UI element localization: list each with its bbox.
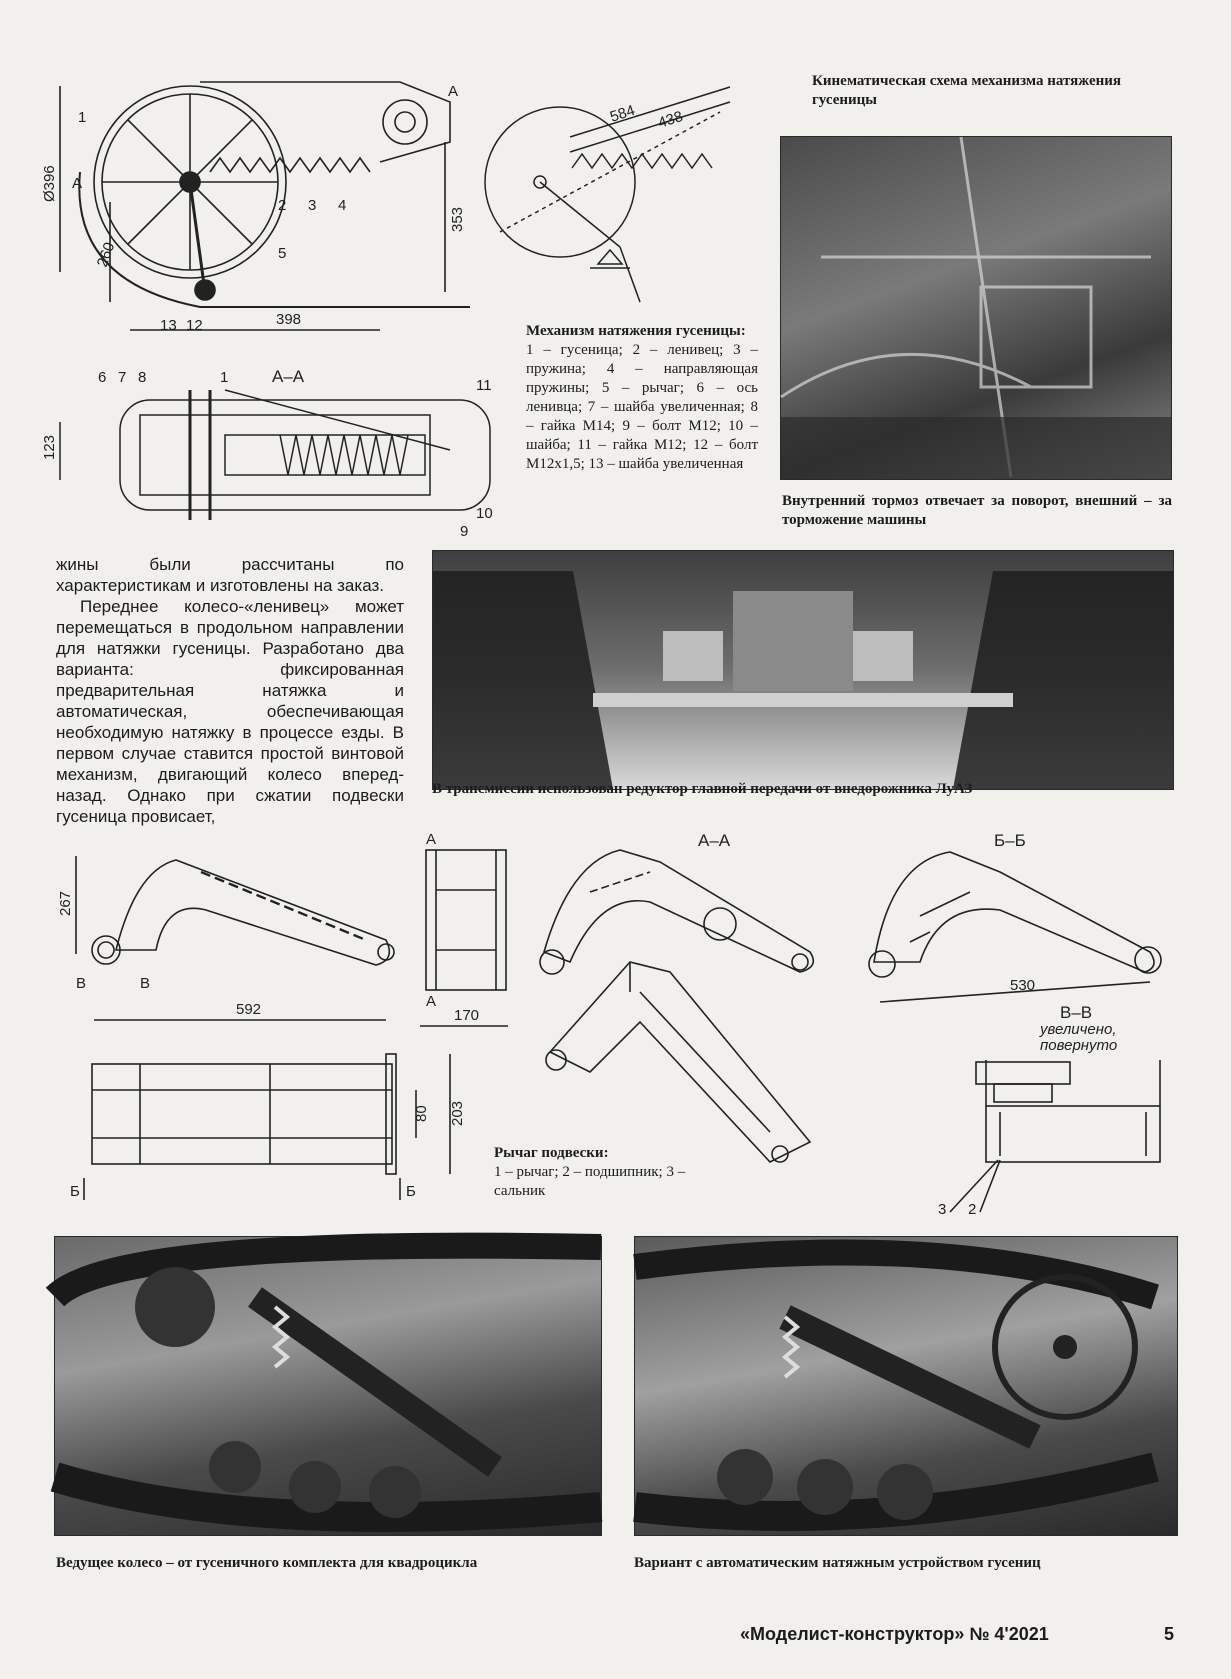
draw-label: 3	[308, 197, 316, 214]
draw-dim: 353	[449, 207, 466, 232]
draw-dim: 203	[449, 1101, 466, 1126]
draw-label: 3	[938, 1201, 946, 1218]
tensioner-side-drawing: 1 2 3 4 5 13 12 A A Ø396 353 260 398	[41, 81, 470, 334]
section-note: повернуто	[1040, 1037, 1117, 1054]
draw-label: А	[426, 831, 436, 848]
draw-label: 8	[138, 369, 146, 386]
draw-label: А	[426, 993, 436, 1010]
draw-dim: Ø396	[41, 165, 58, 202]
draw-label: В	[76, 975, 86, 992]
draw-label: 2	[278, 197, 286, 214]
draw-label: 10	[476, 505, 493, 522]
photo-drive-wheel	[45, 1232, 603, 1536]
kinematic-scheme-drawing: 584 438	[484, 86, 731, 303]
body-paragraph: жины были рассчитаны по характеристикам …	[56, 555, 404, 595]
section-title: В–В	[1060, 1003, 1092, 1022]
draw-dim: 530	[1010, 977, 1035, 994]
draw-label: 11	[476, 377, 492, 394]
magazine-footer: «Моделист-конструктор» № 4'2021	[740, 1624, 1049, 1644]
body-paragraph: Переднее колесо-«ленивец» может перемеща…	[56, 597, 404, 826]
section-note: увеличено,	[1039, 1021, 1117, 1038]
section-title: Б–Б	[994, 831, 1026, 850]
photo-internal-brake	[780, 136, 1172, 480]
draw-dim: 592	[236, 1001, 261, 1018]
brake-photo-caption: Внутренний тормоз отвечает за поворот, в…	[782, 493, 1172, 528]
mechanism-items: 1 – гусеница; 2 – ленивец; 3 – пружина; …	[526, 342, 758, 472]
draw-label: 1	[78, 109, 86, 126]
draw-label: 7	[118, 369, 126, 386]
draw-label: 2	[968, 1201, 976, 1218]
photo-transmission	[432, 550, 1174, 790]
photo-auto-tensioner	[633, 1236, 1178, 1536]
auto-photo-caption: Вариант с автоматическим натяжным устрой…	[634, 1555, 1041, 1571]
lever-top-drawing: 80 203 Б Б	[70, 1053, 466, 1200]
draw-dim: 123	[41, 435, 58, 460]
kinematic-caption: Кинематическая схема механизма натяжения…	[812, 73, 1122, 108]
draw-dim: 170	[454, 1007, 479, 1024]
section-title: А–А	[272, 367, 305, 386]
draw-label: 4	[338, 197, 346, 214]
page-number: 5	[1164, 1624, 1175, 1644]
draw-dim: 80	[413, 1105, 430, 1122]
lever-front-drawing: А А 170	[420, 831, 508, 1027]
lever-side-drawing: 267 592 В В	[57, 856, 395, 1021]
draw-dim: 584	[608, 102, 637, 126]
draw-label: A	[72, 175, 82, 192]
draw-dim: 260	[94, 240, 119, 269]
draw-dim: 267	[57, 891, 74, 916]
lever-caption: Рычаг подвески: 1 – рычаг; 2 – подшипник…	[494, 1144, 704, 1201]
lever-aa-iso-drawing: А–А	[539, 831, 815, 1163]
draw-label: 13	[160, 317, 177, 334]
draw-label: 6	[98, 369, 106, 386]
lever-heading: Рычаг подвески:	[494, 1145, 609, 1161]
draw-label: 1	[220, 369, 228, 386]
mechanism-caption: Механизм натяжения гусеницы: 1 – гусениц…	[526, 322, 758, 474]
article-body-text: жины были рассчитаны по характеристикам …	[56, 554, 404, 827]
draw-dim: 438	[656, 108, 685, 132]
draw-label: 5	[278, 245, 286, 262]
draw-label: A	[448, 83, 458, 100]
draw-label: 12	[186, 317, 203, 334]
lever-vv-drawing: В–В увеличено, повернуто 3 2	[938, 1003, 1161, 1218]
draw-label: 9	[460, 523, 468, 540]
section-aa-drawing: А–А 6 7 8 1 11 9 10 123	[41, 367, 493, 540]
mechanism-heading: Механизм натяжения гусеницы:	[526, 323, 746, 339]
lever-bb-drawing: Б–Б 530	[868, 831, 1162, 1003]
section-title: А–А	[698, 831, 731, 850]
draw-label: Б	[406, 1183, 416, 1200]
lever-items: 1 – рычаг; 2 – подшипник; 3 – сальник	[494, 1164, 686, 1199]
draw-label: В	[140, 975, 150, 992]
draw-dim: 398	[276, 311, 301, 328]
drive-photo-caption: Ведущее колесо – от гусеничного комплект…	[56, 1555, 478, 1571]
transmission-photo-caption: В трансмиссии использован редуктор главн…	[432, 781, 973, 797]
draw-label: Б	[70, 1183, 80, 1200]
